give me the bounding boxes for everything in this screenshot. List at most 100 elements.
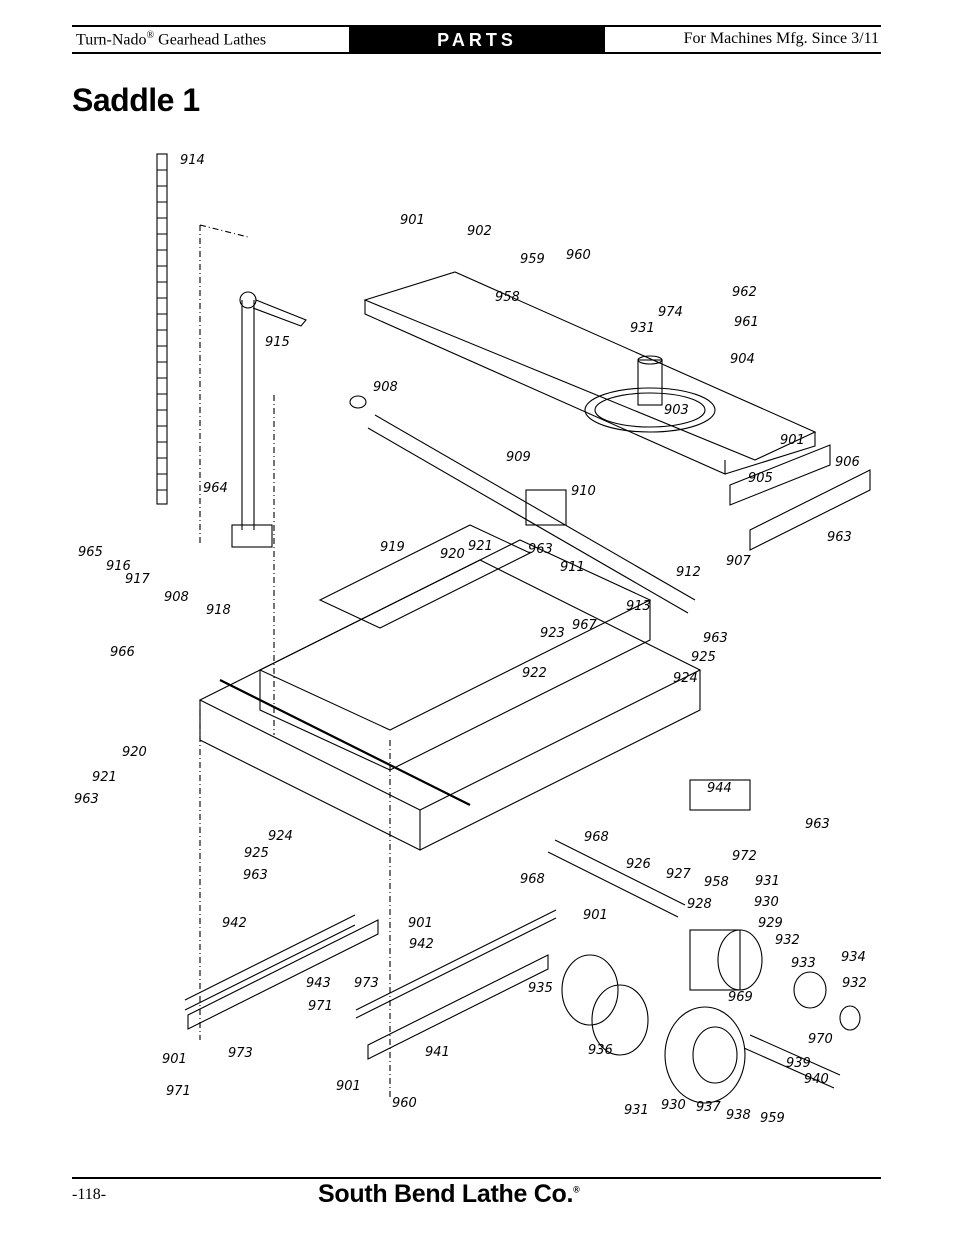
callout-901: 901 [408,916,433,931]
callout-935: 935 [528,981,553,996]
callout-931: 931 [630,321,655,336]
callout-917: 917 [125,572,151,587]
shaft-926 [547,839,686,918]
ring-936 [591,984,649,1056]
callout-944: 944 [707,781,732,796]
callout-961: 961 [734,315,759,330]
callout-919: 919 [380,540,405,555]
callout-905: 905 [748,471,773,486]
callout-914: 914 [180,153,205,168]
callout-925: 925 [691,650,716,665]
callout-911: 911 [560,560,585,575]
callout-901: 901 [400,213,425,228]
callout-901: 901 [162,1052,187,1067]
callout-971: 971 [166,1084,191,1099]
header-manufacture-date: For Machines Mfg. Since 3/11 [683,30,879,47]
callout-934: 934 [841,950,866,965]
callout-958: 958 [495,290,520,305]
callout-963: 963 [805,817,830,832]
callout-913: 913 [626,599,651,614]
plate-906 [729,444,831,506]
callout-921: 921 [92,770,117,785]
callout-930: 930 [661,1098,686,1113]
callout-918: 918 [206,603,231,618]
gear-903 [584,387,716,433]
callout-974: 974 [658,305,683,320]
callout-968: 968 [520,872,545,887]
callout-926: 926 [626,857,651,872]
callout-963: 963 [827,530,852,545]
callout-937: 937 [696,1100,722,1115]
callout-902: 902 [467,224,492,239]
part-944 [689,779,751,811]
callout-966: 966 [110,645,135,660]
gib-942a [187,919,379,1030]
callout-959: 959 [760,1111,785,1126]
callout-965: 965 [78,545,103,560]
callout-908: 908 [373,380,398,395]
callout-933: 933 [791,956,816,971]
callout-928: 928 [687,897,712,912]
page-title: Saddle 1 [72,82,200,118]
callout-932: 932 [842,976,867,991]
callout-901: 901 [336,1079,361,1094]
callout-963: 963 [74,792,99,807]
callout-920: 920 [122,745,147,760]
callout-960: 960 [566,248,591,263]
callout-920: 920 [440,547,465,562]
callout-960: 960 [392,1096,417,1111]
company-logo: South Bend Lathe Co.® [318,1180,580,1208]
callout-962: 962 [732,285,757,300]
callout-910: 910 [571,484,596,499]
callout-925: 925 [244,846,269,861]
callout-924: 924 [268,829,293,844]
callout-923: 923 [540,626,565,641]
callout-963: 963 [528,542,553,557]
callout-907: 907 [726,554,752,569]
exploded-parts-diagram: 914 901 902 959 960 962 958 974 931 961 … [74,153,871,1126]
callout-973: 973 [354,976,379,991]
callout-941: 941 [425,1045,450,1060]
page-header: Turn-Nado® Gearhead Lathes PARTS For Mac… [72,25,881,54]
plate-907 [749,469,871,551]
callout-973: 973 [228,1046,253,1061]
callout-939: 939 [786,1056,811,1071]
callout-931: 931 [624,1103,649,1118]
callout-970: 970 [808,1032,833,1047]
callout-927: 927 [666,867,692,882]
callout-932: 932 [775,933,800,948]
callout-906: 906 [835,455,860,470]
callout-942: 942 [409,937,434,952]
callout-908: 908 [164,590,189,605]
ring-935 [561,954,619,1026]
part-callouts: 914 901 902 959 960 962 958 974 931 961 … [74,153,867,1126]
callout-903: 903 [664,403,689,418]
callout-904: 904 [730,352,755,367]
callout-943: 943 [306,976,331,991]
callout-931: 931 [755,874,780,889]
header-product-title: Turn-Nado® Gearhead Lathes [76,30,267,49]
callout-901: 901 [583,908,608,923]
callout-963: 963 [243,868,268,883]
hub-937 [664,1006,746,1104]
callout-959: 959 [520,252,545,267]
callout-964: 964 [203,481,228,496]
callout-958: 958 [704,875,729,890]
callout-930: 930 [754,895,779,910]
callout-915: 915 [265,335,290,350]
lead-screw [367,414,696,614]
callout-967: 967 [572,618,598,633]
callout-963: 963 [703,631,728,646]
callout-942: 942 [222,916,247,931]
disc-970 [793,971,827,1009]
callout-929: 929 [758,916,783,931]
callout-940: 940 [804,1072,829,1087]
callout-901: 901 [780,433,805,448]
callout-909: 909 [506,450,531,465]
saddle-body [258,539,652,731]
nut-block-910 [525,489,567,526]
callout-938: 938 [726,1108,751,1123]
flex-hose-914 [156,153,168,505]
footer-divider [72,1177,881,1179]
callout-922: 922 [522,666,547,681]
